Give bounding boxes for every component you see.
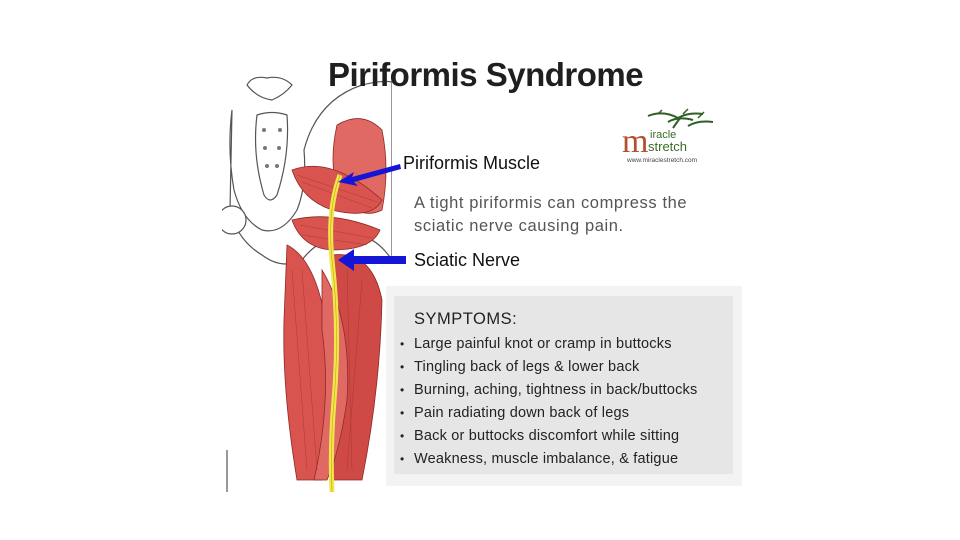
bullet-icon: • bbox=[400, 406, 405, 420]
adductor bbox=[313, 268, 349, 481]
symptom-text: Weakness, muscle imbalance, & fatigue bbox=[414, 451, 679, 467]
list-item: • Back or buttocks discomfort while sitti… bbox=[400, 425, 697, 448]
miracle-stretch-logo: m iracle stretch bbox=[618, 108, 720, 168]
bullet-icon: • bbox=[400, 337, 405, 351]
bullet-icon: • bbox=[400, 452, 405, 466]
list-item: • Large painful knot or cramp in buttocks bbox=[400, 333, 697, 356]
list-item: • Pain radiating down back of legs bbox=[400, 402, 697, 425]
piriformis-arrow bbox=[338, 164, 401, 186]
symptom-text: Burning, aching, tightness in back/butto… bbox=[414, 382, 698, 398]
description: A tight piriformis can compress the scia… bbox=[414, 192, 687, 238]
symptoms-heading: SYMPTOMS: bbox=[414, 310, 518, 328]
sciatic-nerve-label: Sciatic Nerve bbox=[414, 250, 521, 270]
logo-url: www.miraclestretch.com bbox=[627, 157, 698, 164]
symptom-text: Pain radiating down back of legs bbox=[414, 405, 630, 421]
bullet-icon: • bbox=[400, 429, 405, 443]
logo-tree-icon: m iracle stretch bbox=[622, 108, 714, 160]
description-line: A tight piriformis can compress the bbox=[414, 194, 688, 212]
logo-name-line1: iracle bbox=[650, 129, 676, 141]
lower-gemellus bbox=[291, 216, 381, 251]
symptoms-list: • Large painful knot or cramp in buttocks… bbox=[400, 333, 697, 471]
list-item: • Weakness, muscle imbalance, & fatigue bbox=[400, 448, 697, 471]
page-title: Piriformis Syndrome bbox=[328, 56, 644, 93]
bullet-icon: • bbox=[400, 383, 405, 397]
piriformis-muscle-label: Piriformis Muscle bbox=[403, 153, 541, 173]
vertebra bbox=[246, 76, 293, 101]
logo-name-line2: stretch bbox=[648, 139, 687, 154]
list-item: • Burning, aching, tightness in back/butt… bbox=[400, 379, 697, 402]
bullet-icon: • bbox=[400, 360, 405, 374]
symptom-text: Tingling back of legs & lower back bbox=[414, 359, 640, 375]
list-item: • Tingling back of legs & lower back bbox=[400, 356, 697, 379]
description-line: sciatic nerve causing pain. bbox=[414, 217, 624, 235]
symptom-text: Large painful knot or cramp in buttocks bbox=[414, 336, 672, 352]
anatomy-illustration bbox=[222, 76, 392, 492]
symptoms-panel: SYMPTOMS: • Large painful knot or cramp i… bbox=[394, 296, 733, 474]
symptom-text: Back or buttocks discomfort while sittin… bbox=[414, 428, 680, 444]
sacrum bbox=[254, 111, 289, 201]
logo-letter: m bbox=[622, 123, 648, 156]
sciatic-arrow bbox=[338, 249, 406, 271]
